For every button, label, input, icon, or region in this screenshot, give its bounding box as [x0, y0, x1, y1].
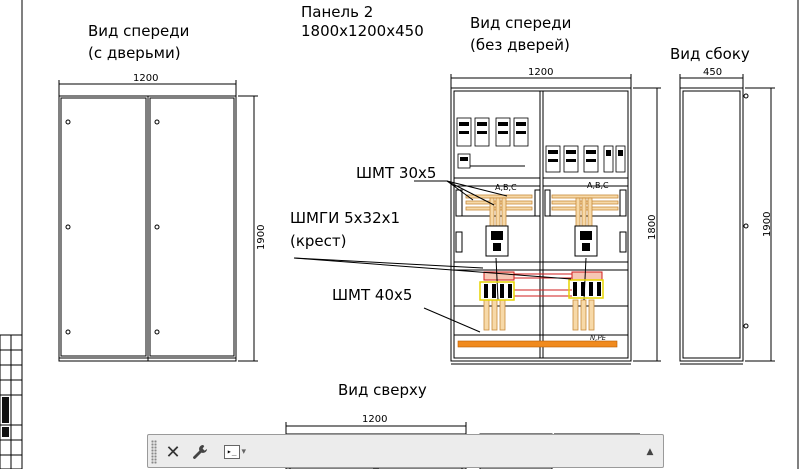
main-breakers	[485, 225, 598, 257]
phases-label-left: A,B,C	[495, 183, 517, 192]
scroll-up-icon[interactable]: ▲	[646, 446, 654, 457]
flex-busbar-cross	[479, 257, 604, 301]
front-with-doors-subtitle: (с дверьми)	[88, 44, 181, 62]
busbar-40x5	[483, 299, 595, 331]
flex-busbar-terminals	[484, 282, 601, 298]
module-breaker-levers	[459, 122, 623, 162]
front-without-doors-subtitle: (без дверей)	[470, 36, 570, 54]
dim-front-doors-height: 1900	[256, 224, 267, 250]
module-breakers	[456, 117, 626, 173]
front-view-with-doors	[58, 80, 258, 362]
chevron-down-icon: ▾	[241, 447, 247, 457]
side-view-title: Вид сбоку	[670, 45, 750, 63]
dim-side-height: 1900	[762, 211, 773, 237]
front-without-doors-title: Вид спереди	[470, 14, 572, 32]
busbar-flex-label: ШМГИ 5x32x1	[290, 209, 401, 227]
close-icon[interactable]: ✕	[165, 441, 181, 463]
dim-front-nodoors-width: 1200	[528, 67, 554, 78]
busbar-40-label: ШМТ 40x5	[332, 286, 413, 304]
dim-side-width: 450	[703, 67, 723, 78]
door-hinges	[65, 119, 160, 335]
front-with-doors-title: Вид спереди	[88, 22, 190, 40]
command-input[interactable]	[256, 441, 630, 464]
npe-label: N,PE	[590, 334, 607, 342]
busbar-30-label: ШМТ 30x5	[356, 164, 437, 182]
side-view-fasteners	[743, 93, 749, 329]
title-block-fill	[2, 397, 9, 423]
front-view-without-doors	[450, 74, 661, 365]
side-view	[679, 74, 775, 365]
panel-title: Панель 2	[301, 3, 374, 21]
dim-front-nodoors-inner-height: 1800	[647, 214, 658, 240]
dim-front-doors-width: 1200	[133, 73, 159, 84]
busbar-flex-sub-label: (крест)	[290, 232, 347, 250]
leader-lines	[293, 180, 572, 333]
wrench-icon[interactable]	[188, 440, 212, 464]
phases-label-right: A,B,C	[587, 181, 609, 190]
grip-handle[interactable]	[151, 440, 157, 464]
command-line-bar[interactable]: ✕ ▸_ ▾ ▲	[147, 434, 664, 468]
npe-busbar	[457, 340, 618, 348]
busbar-30x5-left	[465, 194, 533, 229]
top-view-title: Вид сверху	[338, 381, 427, 399]
prompt-glyph: ▸_	[223, 445, 240, 459]
dim-top-width: 1200	[362, 414, 388, 425]
command-prompt-icon[interactable]: ▸_ ▾	[218, 440, 252, 464]
title-block-fill	[2, 427, 9, 437]
panel-size: 1800x1200x450	[301, 22, 424, 40]
busbar-30x5-right	[551, 194, 619, 229]
main-breaker-handles	[491, 231, 592, 251]
